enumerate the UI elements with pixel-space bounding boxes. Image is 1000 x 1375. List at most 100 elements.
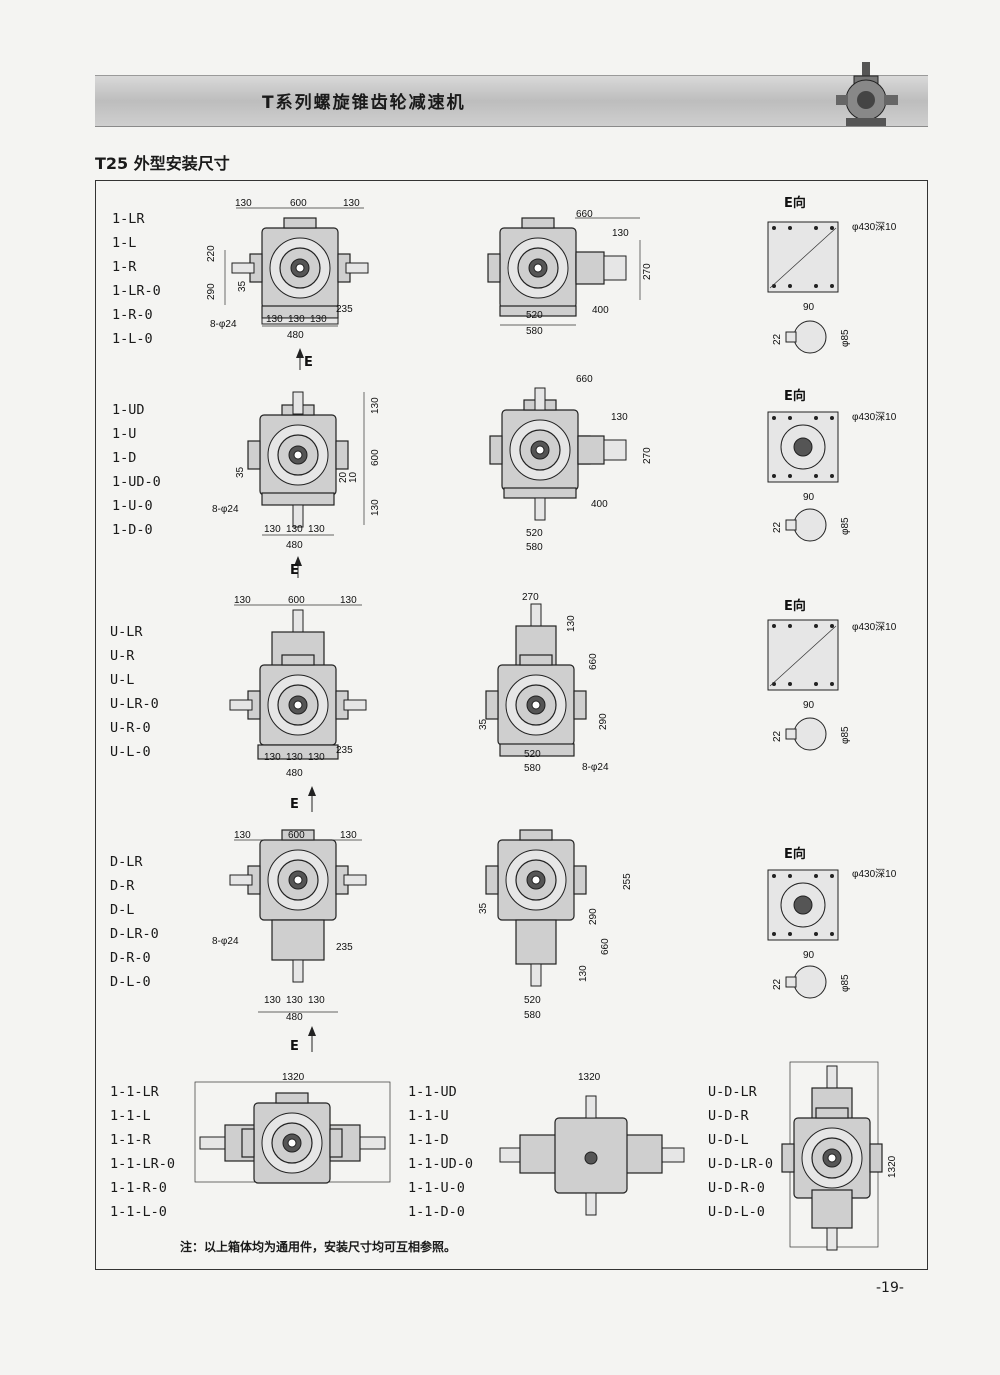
gear-reducer-icon [836, 62, 898, 126]
e-view-label: E向 [784, 598, 806, 614]
model-list-group-1: 1-LR 1-L 1-R 1-LR-0 1-R-0 1-L-0 [112, 207, 161, 351]
dim-label: 130 [286, 995, 303, 1006]
e-view-label: E向 [784, 388, 806, 404]
model-code: U-D-R [708, 1108, 749, 1124]
dim-label: 130 [370, 397, 381, 414]
dim-label: 660 [576, 374, 593, 385]
dim-label: 10 [348, 471, 359, 483]
e-arrow-label: E [290, 1039, 299, 1054]
model-code: U-D-L [708, 1132, 749, 1148]
drawing-4-e-view: E向 φ430深10 90 22 φ85 [767, 846, 897, 999]
model-code: 1-R [112, 259, 137, 275]
model-code: D-L [110, 902, 135, 918]
model-list-group-2: 1-UD 1-U 1-D 1-UD-0 1-U-0 1-D-0 [112, 398, 161, 542]
dim-label: 22 [772, 333, 783, 345]
drawing-4-front: 130 600 130 8-φ24 235 130 130 130 480 E [212, 829, 367, 1054]
model-code: 1-1-UD [408, 1084, 457, 1100]
dim-label: 130 [234, 830, 251, 841]
model-code: 1-L [112, 235, 137, 251]
footnote: 注：以上箱体均为通用件，安装尺寸均可互相参照。 [180, 1240, 457, 1254]
dim-label: 290 [598, 713, 609, 730]
model-code: U-D-LR [708, 1084, 757, 1100]
dim-label: 600 [370, 449, 381, 466]
dim-label: 130 [578, 965, 589, 982]
dim-label: 220 [206, 245, 217, 262]
drawing-3-e-view: E向 φ430深10 90 22 φ85 [767, 598, 897, 751]
dim-label: φ85 [840, 329, 851, 347]
dim-label: 35 [235, 466, 246, 478]
dim-label: 600 [290, 198, 307, 209]
drawing-3-side: 270 130 660 290 35 520 580 8-φ24 [478, 592, 609, 774]
model-code: 1-1-L-0 [110, 1204, 167, 1220]
dim-label: 400 [591, 499, 608, 510]
dim-label: 22 [772, 521, 783, 533]
dim-label: 270 [642, 447, 653, 464]
dim-label: 130 [370, 499, 381, 516]
dim-label: 520 [524, 749, 541, 760]
dim-label: 130 [264, 524, 281, 535]
dim-label: 22 [772, 730, 783, 742]
model-code: 1-U-0 [112, 498, 153, 514]
dim-label: 235 [336, 942, 353, 953]
model-code: D-LR-0 [110, 926, 159, 942]
dim-label: 130 [286, 524, 303, 535]
model-code: 1-UD [112, 402, 145, 418]
e-view-label: E向 [784, 195, 806, 211]
dim-label: 130 [308, 995, 325, 1006]
flange-label: φ430深10 [852, 621, 897, 633]
dim-label: 580 [524, 763, 541, 774]
dim-label: 130 [234, 595, 251, 606]
dim-label: 580 [526, 542, 543, 553]
dim-label: 130 [611, 412, 628, 423]
dim-label: φ85 [840, 726, 851, 744]
dim-label: φ85 [840, 517, 851, 535]
model-code: U-L-0 [110, 744, 151, 760]
dim-label: 130 [340, 595, 357, 606]
dim-label: 1320 [282, 1072, 305, 1083]
model-code: 1-1-R-0 [110, 1180, 167, 1196]
dim-label: 35 [478, 718, 489, 730]
dim-label: 130 [264, 752, 281, 763]
dim-label: 290 [206, 283, 217, 300]
model-code: 1-LR-0 [112, 283, 161, 299]
model-code: 1-1-U [408, 1108, 449, 1124]
model-code: 1-1-LR-0 [110, 1156, 176, 1172]
model-code: 1-L-0 [112, 331, 153, 347]
section-title: T25 外型安装尺寸 [95, 154, 230, 173]
dim-label: 20 [338, 471, 349, 483]
dim-label: 130 [340, 830, 357, 841]
drawing-1-side: 660 130 270 400 520 580 [487, 209, 653, 337]
dim-label: 130 [310, 314, 327, 325]
dim-label: 8-φ24 [212, 504, 239, 515]
model-code: 1-1-D [408, 1132, 449, 1148]
dim-label: 35 [478, 902, 489, 914]
flange-label: φ430深10 [852, 221, 897, 233]
model-code: 1-D-0 [112, 522, 153, 538]
dim-label: 270 [642, 263, 653, 280]
dim-label: 660 [600, 938, 611, 955]
dim-label: 660 [576, 209, 593, 220]
dim-label: 130 [308, 524, 325, 535]
dim-label: 580 [524, 1010, 541, 1021]
dim-label: 22 [772, 978, 783, 990]
dim-label: 8-φ24 [212, 936, 239, 947]
header-band [95, 75, 928, 127]
flange-label: φ430深10 [852, 868, 897, 880]
drawing-1-front: 130 600 130 220 290 35 235 8-φ24 130 130… [206, 198, 369, 370]
dim-label: 290 [588, 908, 599, 925]
model-code: 1-1-UD-0 [408, 1156, 474, 1172]
drawing-4-side: 255 35 290 660 130 520 580 [478, 829, 633, 1021]
drawing-2-side: 660 130 270 400 520 580 [489, 374, 653, 553]
dim-label: φ85 [840, 974, 851, 992]
page-header-title: T系列螺旋锥齿轮减速机 [262, 93, 466, 113]
e-arrow-label: E [290, 563, 299, 578]
dim-label: 600 [288, 830, 305, 841]
dim-label: 90 [803, 492, 815, 503]
model-code: 1-U [112, 426, 137, 442]
drawing-2-e-view: E向 φ430深10 90 22 φ85 [767, 388, 897, 542]
dim-label: 235 [336, 745, 353, 756]
dim-label: 8-φ24 [582, 762, 609, 773]
dim-label: 270 [522, 592, 539, 603]
dim-label: 1320 [578, 1072, 601, 1083]
